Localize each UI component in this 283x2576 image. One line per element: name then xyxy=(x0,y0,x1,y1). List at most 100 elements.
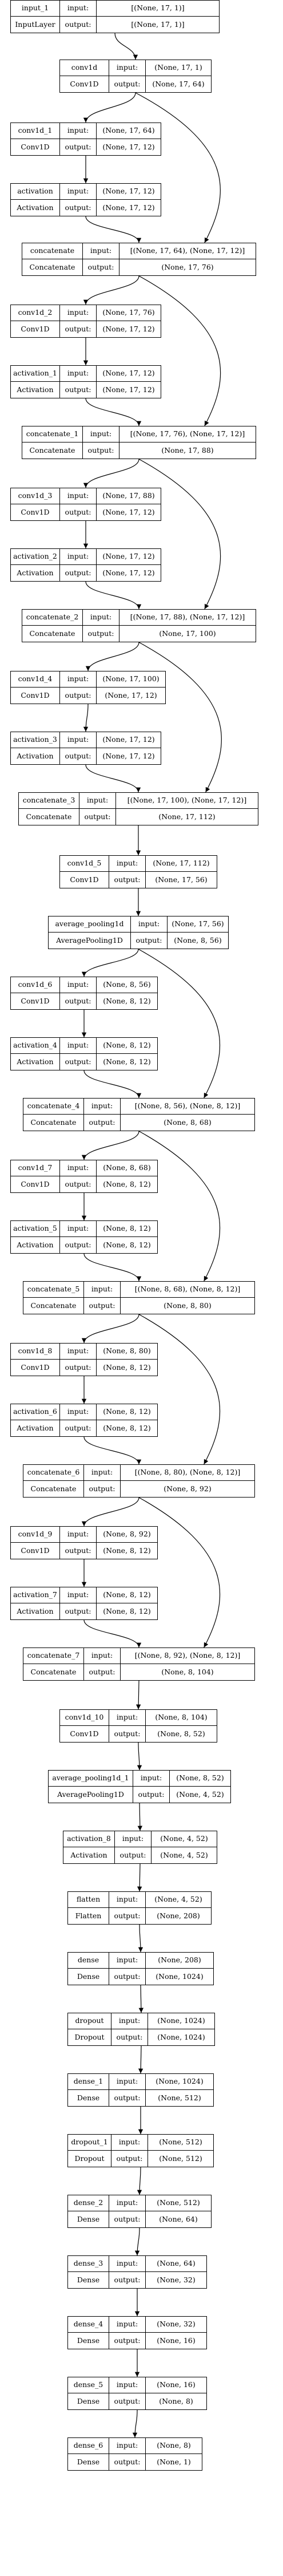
input-shape: (None, 17, 56) xyxy=(168,916,228,933)
edge-n5-n8 xyxy=(138,275,221,426)
output-shape: (None, 17, 112) xyxy=(158,812,216,821)
input-label: input: xyxy=(60,1,97,17)
input-label: input: xyxy=(79,793,116,809)
output-shape: (None, 17, 12) xyxy=(102,203,155,212)
input-label: input: xyxy=(83,610,119,626)
input-label: input: xyxy=(60,123,97,139)
layer-class: Activation xyxy=(11,382,60,398)
layer-name: dropout_1 xyxy=(68,2135,111,2151)
output-label: output: xyxy=(109,76,146,92)
output-label: output: xyxy=(60,17,97,33)
input-shape: [(None, 8, 56), (None, 8, 12)] xyxy=(121,1099,254,1115)
layer-name: concatenate_5 xyxy=(23,1282,84,1298)
output-label: output: xyxy=(60,321,97,337)
output-shape: (None, 8, 104) xyxy=(161,1667,214,1676)
layer-class: Activation xyxy=(11,565,60,581)
edge-n8-n11 xyxy=(138,459,221,610)
output-label: output: xyxy=(60,688,97,704)
input-label: input: xyxy=(115,1831,152,1847)
layer-class: Activation xyxy=(63,1847,115,1863)
input-shape: (None, 17, 12) xyxy=(97,732,161,748)
layer-name: dense xyxy=(68,1953,109,1969)
input-shape: [(None, 8, 80), (None, 8, 12)] xyxy=(121,1465,254,1481)
output-label: output: xyxy=(115,1847,152,1863)
input-shape: (None, 17, 12) xyxy=(97,184,161,200)
output-label: output: xyxy=(60,200,97,216)
layer-class: Activation xyxy=(11,748,60,764)
layer-name: activation xyxy=(11,184,60,200)
input-label: input: xyxy=(83,426,119,442)
layer-class: Conv1D xyxy=(11,993,60,1009)
output-shape: (None, 64) xyxy=(159,2214,198,2223)
input-shape: (None, 512) xyxy=(148,2135,213,2151)
input-shape: [(None, 17, 1)] xyxy=(97,1,219,17)
layer-class: Activation xyxy=(11,200,60,216)
input-shape: (None, 1024) xyxy=(148,2013,214,2029)
layer-name: input_1 xyxy=(11,1,60,17)
output-label: output: xyxy=(109,2211,146,2227)
layer-class: Dense xyxy=(68,2090,109,2106)
layer-class: Concatenate xyxy=(19,809,79,825)
input-label: input: xyxy=(60,366,97,382)
output-label: output: xyxy=(60,1420,97,1436)
output-label: output: xyxy=(83,259,119,275)
layer-name: conv1d_4 xyxy=(11,671,60,688)
edge-n40-n41 xyxy=(132,2409,138,2438)
input-shape: (None, 17, 112) xyxy=(146,856,217,872)
edge-n31-n32 xyxy=(137,1863,142,1892)
layer-name: activation_5 xyxy=(11,1221,60,1237)
layer-class: Conv1D xyxy=(60,76,109,92)
output-shape: (None, 17, 100) xyxy=(159,629,216,638)
input-shape: (None, 17, 12) xyxy=(97,549,161,565)
input-label: input: xyxy=(83,243,119,259)
edge-n18-n19 xyxy=(83,1070,142,1099)
input-label: input: xyxy=(60,305,97,321)
input-shape: (None, 8, 92) xyxy=(97,1527,157,1543)
output-shape: (None, 1024) xyxy=(156,1971,204,1981)
output-label: output: xyxy=(60,1543,97,1559)
layer-class: InputLayer xyxy=(11,17,60,33)
layer-class: Conv1D xyxy=(11,688,60,704)
